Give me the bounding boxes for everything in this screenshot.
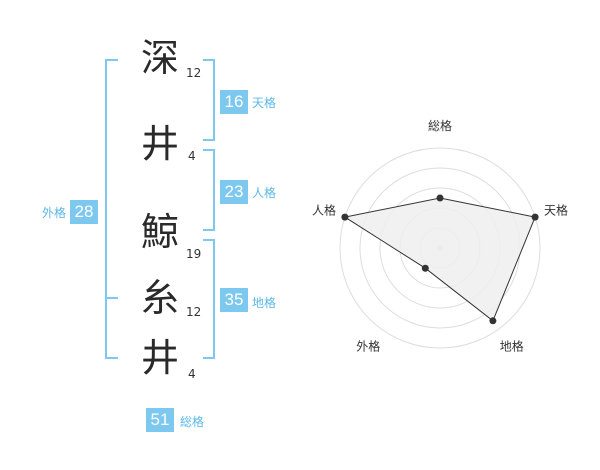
- radar-axis-label-2: 地格: [500, 339, 524, 354]
- radar-point-4: [341, 213, 349, 221]
- radar-point-3: [421, 264, 429, 272]
- radar-ring-5: [339, 147, 541, 349]
- soukaku-label: 総格: [180, 415, 205, 429]
- tenkaku-bracket: [203, 59, 215, 141]
- tenkaku-value-badge: 16: [220, 90, 248, 114]
- name-char-4: 糸: [140, 276, 179, 320]
- chikaku-label: 地格: [252, 296, 277, 310]
- radar-shape: [341, 194, 539, 325]
- radar-point-1: [531, 213, 539, 221]
- tenkaku-label: 天格: [252, 96, 277, 110]
- name-char-5: 井: [140, 336, 179, 380]
- soukaku-value-badge: 51: [146, 408, 174, 432]
- gaikaku-label: 外格: [42, 206, 67, 220]
- chikaku-value-badge: 35: [220, 288, 248, 312]
- name-char-1: 深: [140, 36, 179, 80]
- radar-axis-label-4: 人格: [312, 202, 336, 217]
- stroke-count-1: 12: [186, 66, 202, 80]
- name-char-3: 鯨: [140, 210, 179, 254]
- radar-axis-label-1: 天格: [544, 202, 568, 217]
- radar-polygon: [343, 197, 536, 322]
- stroke-count-4: 12: [186, 305, 202, 319]
- gaikaku-bracket: [105, 59, 118, 359]
- radar-axis-label-3: 外格: [356, 339, 380, 354]
- jinkaku-label: 人格: [252, 186, 277, 200]
- stroke-count-3: 19: [186, 247, 202, 261]
- jinkaku-value-badge: 23: [220, 180, 248, 204]
- gaikaku-value-badge: 28: [70, 200, 98, 224]
- radar-point-2: [489, 317, 497, 325]
- radar-axis-label-0: 総格: [428, 118, 452, 133]
- chikaku-bracket: [203, 239, 215, 359]
- jinkaku-bracket: [203, 149, 215, 231]
- stroke-count-2: 4: [188, 149, 196, 163]
- name-char-2: 井: [140, 122, 179, 166]
- stroke-count-5: 4: [188, 367, 196, 381]
- radar-point-0: [436, 194, 444, 202]
